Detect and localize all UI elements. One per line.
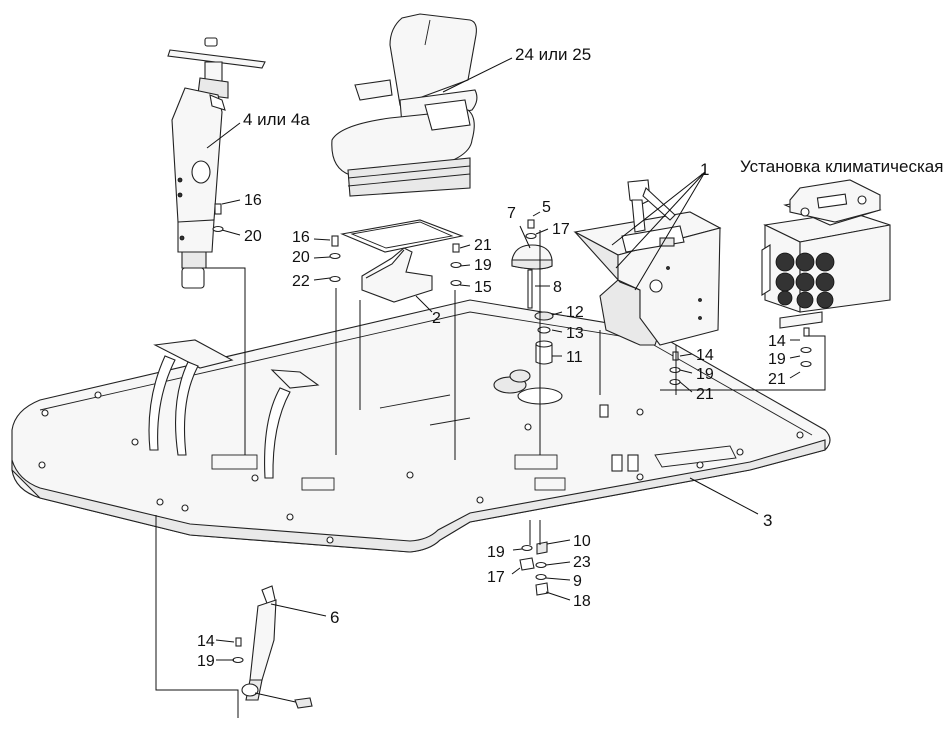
label-17-bottom: 17 bbox=[487, 569, 505, 586]
label-6: 6 bbox=[330, 608, 339, 627]
seat-base bbox=[340, 219, 464, 303]
part-labels: 24 или 25 4 или 4а Установка климатическ… bbox=[197, 45, 943, 670]
label-1: 1 bbox=[700, 160, 709, 179]
control-console bbox=[573, 179, 722, 346]
label-2: 2 bbox=[432, 310, 441, 327]
label-23: 23 bbox=[573, 554, 591, 571]
label-12: 12 bbox=[566, 304, 584, 321]
label-24: 24 или 25 bbox=[515, 45, 591, 64]
label-17-center: 17 bbox=[552, 221, 570, 238]
label-13: 13 bbox=[566, 325, 584, 342]
climate-unit bbox=[761, 179, 891, 329]
leader-lines bbox=[155, 57, 826, 718]
bottom-fastener-stack bbox=[519, 541, 549, 596]
label-climate: Установка климатическая bbox=[740, 157, 943, 176]
label-22: 22 bbox=[292, 273, 310, 290]
pedal-assembly bbox=[148, 339, 320, 479]
label-16-column: 16 bbox=[244, 192, 262, 209]
label-19-console: 19 bbox=[696, 366, 714, 383]
label-7: 7 bbox=[507, 205, 516, 222]
label-4: 4 или 4а bbox=[243, 110, 310, 129]
cab-floor-platform bbox=[11, 299, 831, 553]
label-14-climate: 14 bbox=[768, 333, 786, 350]
label-5: 5 bbox=[542, 199, 551, 216]
label-21-seat: 21 bbox=[474, 237, 492, 254]
label-14-lever: 14 bbox=[197, 633, 215, 650]
steering-column bbox=[167, 37, 266, 289]
label-15: 15 bbox=[474, 279, 492, 296]
label-21-console: 21 bbox=[696, 386, 714, 403]
label-16-seat: 16 bbox=[292, 229, 310, 246]
label-14-console: 14 bbox=[696, 347, 714, 364]
label-18: 18 bbox=[573, 593, 591, 610]
label-3: 3 bbox=[763, 511, 772, 530]
climate-fans bbox=[775, 252, 835, 309]
label-20-column: 20 bbox=[244, 228, 262, 245]
label-8: 8 bbox=[553, 279, 562, 296]
lever-assembly bbox=[241, 585, 313, 709]
label-10: 10 bbox=[573, 533, 591, 550]
label-19-climate: 19 bbox=[768, 351, 786, 368]
label-19-seat: 19 bbox=[474, 257, 492, 274]
operator-seat bbox=[331, 13, 478, 197]
label-11: 11 bbox=[566, 349, 583, 366]
label-19-bottom: 19 bbox=[487, 544, 505, 561]
label-19-lever: 19 bbox=[197, 653, 215, 670]
label-9: 9 bbox=[573, 573, 582, 590]
label-21-climate: 21 bbox=[768, 371, 786, 388]
label-20-seat: 20 bbox=[292, 249, 310, 266]
floor-fasteners bbox=[38, 391, 804, 544]
